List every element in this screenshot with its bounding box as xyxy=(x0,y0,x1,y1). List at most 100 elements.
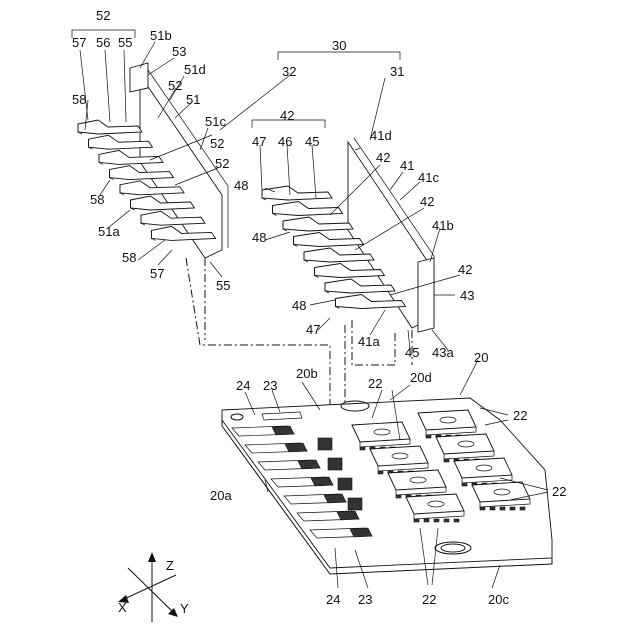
axis-z-arrow xyxy=(148,552,156,562)
label-57: 57 xyxy=(72,35,86,50)
module xyxy=(352,422,410,442)
axis-z-label: Z xyxy=(166,558,174,573)
module-pin xyxy=(480,507,485,510)
label-41b: 41b xyxy=(432,218,454,233)
module-pin xyxy=(490,507,495,510)
label-45: 45 xyxy=(305,134,319,149)
label-22-d: 22 xyxy=(422,592,436,607)
label-56: 56 xyxy=(96,35,110,50)
label-52-c: 52 xyxy=(210,136,224,151)
module-pin xyxy=(424,519,429,522)
label-43a: 43a xyxy=(432,345,454,360)
label-23: 23 xyxy=(263,378,277,393)
component xyxy=(338,478,352,490)
axis-x-label: X xyxy=(118,600,127,615)
label-41c: 41c xyxy=(418,170,439,185)
module-pin xyxy=(414,519,419,522)
label-45-b: 45 xyxy=(405,345,419,360)
label-42-d: 42 xyxy=(458,262,472,277)
module-pin xyxy=(360,447,365,450)
pad-contact xyxy=(350,528,372,537)
label-20: 20 xyxy=(474,350,488,365)
label-48-b: 48 xyxy=(252,230,266,245)
module-pin xyxy=(454,519,459,522)
label-48-c: 48 xyxy=(292,298,306,313)
label-20d: 20d xyxy=(410,370,432,385)
tab-53 xyxy=(130,63,148,92)
pad-contact xyxy=(272,426,294,435)
module-pin xyxy=(510,507,515,510)
label-24-b: 24 xyxy=(326,592,340,607)
component xyxy=(318,438,332,450)
label-41d: 41d xyxy=(370,128,392,143)
label-53: 53 xyxy=(172,44,186,59)
label-51: 51 xyxy=(186,92,200,107)
pad-contact xyxy=(285,443,307,452)
label-51b: 51b xyxy=(150,28,172,43)
label-41a: 41a xyxy=(358,334,380,349)
label-43: 43 xyxy=(460,288,474,303)
module xyxy=(388,470,446,490)
pad-contact xyxy=(337,511,359,520)
module xyxy=(406,494,464,514)
label-20c: 20c xyxy=(488,592,509,607)
component xyxy=(348,498,362,510)
label-51c: 51c xyxy=(205,114,226,129)
axis-y-label: Y xyxy=(180,601,189,616)
module xyxy=(436,434,494,454)
label-51d: 51d xyxy=(184,62,206,77)
module-pin xyxy=(378,471,383,474)
label-42-b: 42 xyxy=(376,150,390,165)
label-51a: 51a xyxy=(98,224,120,239)
axis-triad: Z X Y xyxy=(118,552,189,622)
substrate-20 xyxy=(222,398,552,574)
module xyxy=(472,482,530,502)
label-55: 55 xyxy=(118,35,132,50)
label-48-a: 48 xyxy=(234,178,248,193)
label-20a: 20a xyxy=(210,488,232,503)
label-55-b: 55 xyxy=(216,278,230,293)
module-pin xyxy=(434,519,439,522)
axis-x-line xyxy=(122,575,176,600)
label-46: 46 xyxy=(278,134,292,149)
module xyxy=(418,410,476,430)
pad-contact xyxy=(324,494,346,503)
axis-y-arrow xyxy=(168,608,178,617)
label-52: 52 xyxy=(96,8,110,23)
label-47: 47 xyxy=(252,134,266,149)
label-58-b: 58 xyxy=(90,192,104,207)
label-47-b: 47 xyxy=(306,322,320,337)
label-42-c: 42 xyxy=(420,194,434,209)
label-23-b: 23 xyxy=(358,592,372,607)
module-pin xyxy=(426,435,431,438)
module xyxy=(454,458,512,478)
label-22-b: 22 xyxy=(513,408,527,423)
label-52-d: 52 xyxy=(215,156,229,171)
module-pin xyxy=(520,507,525,510)
label-32: 32 xyxy=(282,64,296,79)
label-22-a: 22 xyxy=(368,376,382,391)
label-24: 24 xyxy=(236,378,250,393)
label-31: 31 xyxy=(390,64,404,79)
label-58-c: 58 xyxy=(122,250,136,265)
module-pin xyxy=(462,483,467,486)
label-57-b: 57 xyxy=(150,266,164,281)
label-20b: 20b xyxy=(296,366,318,381)
terminal xyxy=(283,217,353,231)
pad-contact xyxy=(298,460,320,469)
label-22-c: 22 xyxy=(552,484,566,499)
module-pin xyxy=(396,495,401,498)
label-41: 41 xyxy=(400,158,414,173)
module-pin xyxy=(444,519,449,522)
label-42: 42 xyxy=(280,108,294,123)
label-52-b: 52 xyxy=(168,78,182,93)
terminal xyxy=(78,120,142,134)
tab-43 xyxy=(418,258,434,332)
label-30: 30 xyxy=(332,38,346,53)
terminal xyxy=(262,186,332,200)
label-58-a: 58 xyxy=(72,92,86,107)
module-pin xyxy=(444,459,449,462)
module xyxy=(370,446,428,466)
pad-contact xyxy=(311,477,333,486)
